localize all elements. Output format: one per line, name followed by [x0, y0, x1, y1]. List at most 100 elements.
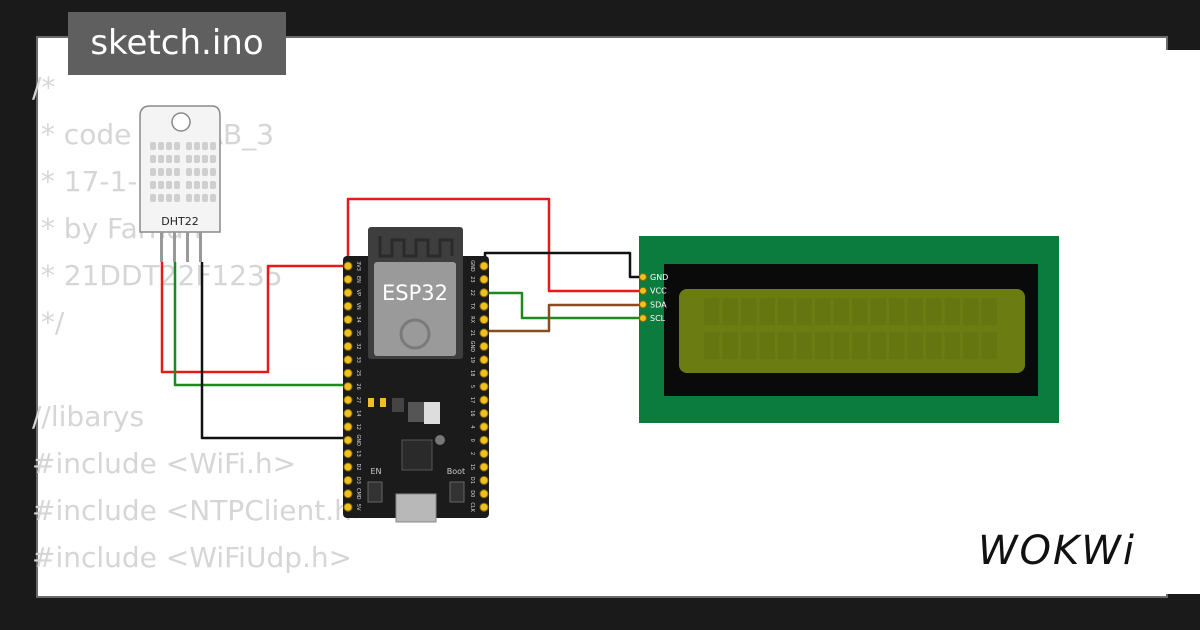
- dht22-sensor[interactable]: DHT22: [139, 105, 221, 262]
- esp32-pin[interactable]: [343, 489, 353, 499]
- esp32-pin[interactable]: [479, 408, 489, 418]
- grille-slot: [158, 181, 164, 189]
- esp32-pin[interactable]: [343, 261, 353, 271]
- lcd-char-cell: [815, 332, 831, 359]
- lcd-char-cell: [833, 298, 849, 325]
- esp32-pin-label: D0: [469, 490, 475, 497]
- grille-slot: [186, 194, 192, 202]
- grille-slot: [174, 142, 180, 150]
- grille-slot: [174, 168, 180, 176]
- esp32-pin[interactable]: [479, 502, 489, 512]
- lcd-pin[interactable]: [639, 300, 647, 309]
- esp32-pin[interactable]: [343, 315, 353, 325]
- esp32-pin[interactable]: [479, 261, 489, 271]
- esp32-pin[interactable]: [343, 422, 353, 432]
- grille-slot: [174, 194, 180, 202]
- esp32-pin[interactable]: [343, 341, 353, 351]
- esp32-pin-label: 2: [469, 452, 475, 455]
- en-button[interactable]: [367, 481, 383, 503]
- esp32-pin-label: CMD: [355, 488, 361, 500]
- grille-slot: [158, 194, 164, 202]
- lcd-char-cell: [944, 332, 960, 359]
- grille-slot: [194, 181, 200, 189]
- code-line: */: [32, 306, 65, 339]
- esp32-pin[interactable]: [343, 502, 353, 512]
- esp32-shield: [374, 262, 456, 356]
- grille-slot: [202, 181, 208, 189]
- code-line: #include <WiFiUdp.h>: [32, 541, 353, 574]
- grille-slot: [158, 168, 164, 176]
- esp32-pin[interactable]: [343, 408, 353, 418]
- lcd-char-cell: [907, 332, 923, 359]
- esp32-pin[interactable]: [343, 368, 353, 378]
- esp32-pin[interactable]: [343, 288, 353, 298]
- esp32-pin[interactable]: [343, 274, 353, 284]
- lcd-char-cell: [926, 298, 942, 325]
- esp32-pin[interactable]: [479, 328, 489, 338]
- boot-button[interactable]: [449, 481, 465, 503]
- esp32-pin-label: 12: [355, 424, 361, 430]
- esp32-pin[interactable]: [479, 341, 489, 351]
- lcd-pin[interactable]: [639, 314, 647, 323]
- esp32-board[interactable]: ESP32 3V3ENVPVN343532332526271412GND13D2…: [343, 227, 489, 523]
- esp32-pin[interactable]: [479, 462, 489, 472]
- lcd-char-cell: [870, 332, 886, 359]
- grille-slot: [186, 168, 192, 176]
- esp32-pin[interactable]: [343, 435, 353, 445]
- lcd-char-cell: [944, 298, 960, 325]
- esp32-pin[interactable]: [479, 422, 489, 432]
- lcd-char-cell: [778, 298, 794, 325]
- esp32-pin[interactable]: [479, 449, 489, 459]
- wire-scl: [485, 303, 643, 333]
- esp32-pin[interactable]: [479, 475, 489, 485]
- esp32-pin[interactable]: [343, 328, 353, 338]
- grille-slot: [202, 155, 208, 163]
- esp32-pin-label: 15: [469, 464, 475, 470]
- esp32-pin[interactable]: [479, 435, 489, 445]
- esp32-pin[interactable]: [479, 489, 489, 499]
- grille-slot: [210, 142, 216, 150]
- lcd-pin[interactable]: [639, 286, 647, 295]
- esp32-pin[interactable]: [343, 301, 353, 311]
- esp32-pin[interactable]: [479, 301, 489, 311]
- grille-slot: [174, 181, 180, 189]
- lcd-char-cell: [796, 298, 812, 325]
- lcd-char-cell: [704, 298, 720, 325]
- esp32-pin[interactable]: [343, 395, 353, 405]
- code-line: #include <WiFi.h>: [32, 447, 297, 480]
- lcd-pin[interactable]: [639, 273, 647, 281]
- esp32-pin-label: VP: [355, 290, 361, 296]
- esp32-label: ESP32: [382, 281, 448, 305]
- esp32-pin[interactable]: [343, 475, 353, 485]
- file-tab[interactable]: sketch.ino: [68, 12, 286, 75]
- esp32-pin-label: 16: [469, 410, 475, 416]
- esp32-pin-label: 19: [469, 357, 475, 363]
- esp32-pin[interactable]: [479, 315, 489, 325]
- esp32-pin-label: GND: [355, 434, 361, 446]
- grille-slot: [150, 194, 156, 202]
- lcd-char-cell: [870, 298, 886, 325]
- esp32-pin-label: CLK: [469, 502, 475, 512]
- esp32-pin[interactable]: [479, 382, 489, 392]
- lcd-char-cell: [833, 332, 849, 359]
- esp32-pin[interactable]: [479, 288, 489, 298]
- grille-slot: [150, 155, 156, 163]
- esp32-pin[interactable]: [343, 462, 353, 472]
- lcd-char-cell: [815, 298, 831, 325]
- esp32-pin[interactable]: [343, 449, 353, 459]
- mounting-hole-icon: [171, 112, 191, 132]
- esp32-pin[interactable]: [479, 274, 489, 284]
- esp32-pin[interactable]: [479, 395, 489, 405]
- esp32-pin[interactable]: [479, 368, 489, 378]
- esp32-pin[interactable]: [479, 355, 489, 365]
- esp32-pin[interactable]: [343, 382, 353, 392]
- esp32-pin-label: 22: [469, 290, 475, 296]
- esp32-pin-label: 33: [355, 357, 361, 363]
- grille-slot: [210, 155, 216, 163]
- grille-slot: [150, 142, 156, 150]
- esp32-pin[interactable]: [343, 355, 353, 365]
- lcd-char-cell: [926, 332, 942, 359]
- grille-slot: [202, 194, 208, 202]
